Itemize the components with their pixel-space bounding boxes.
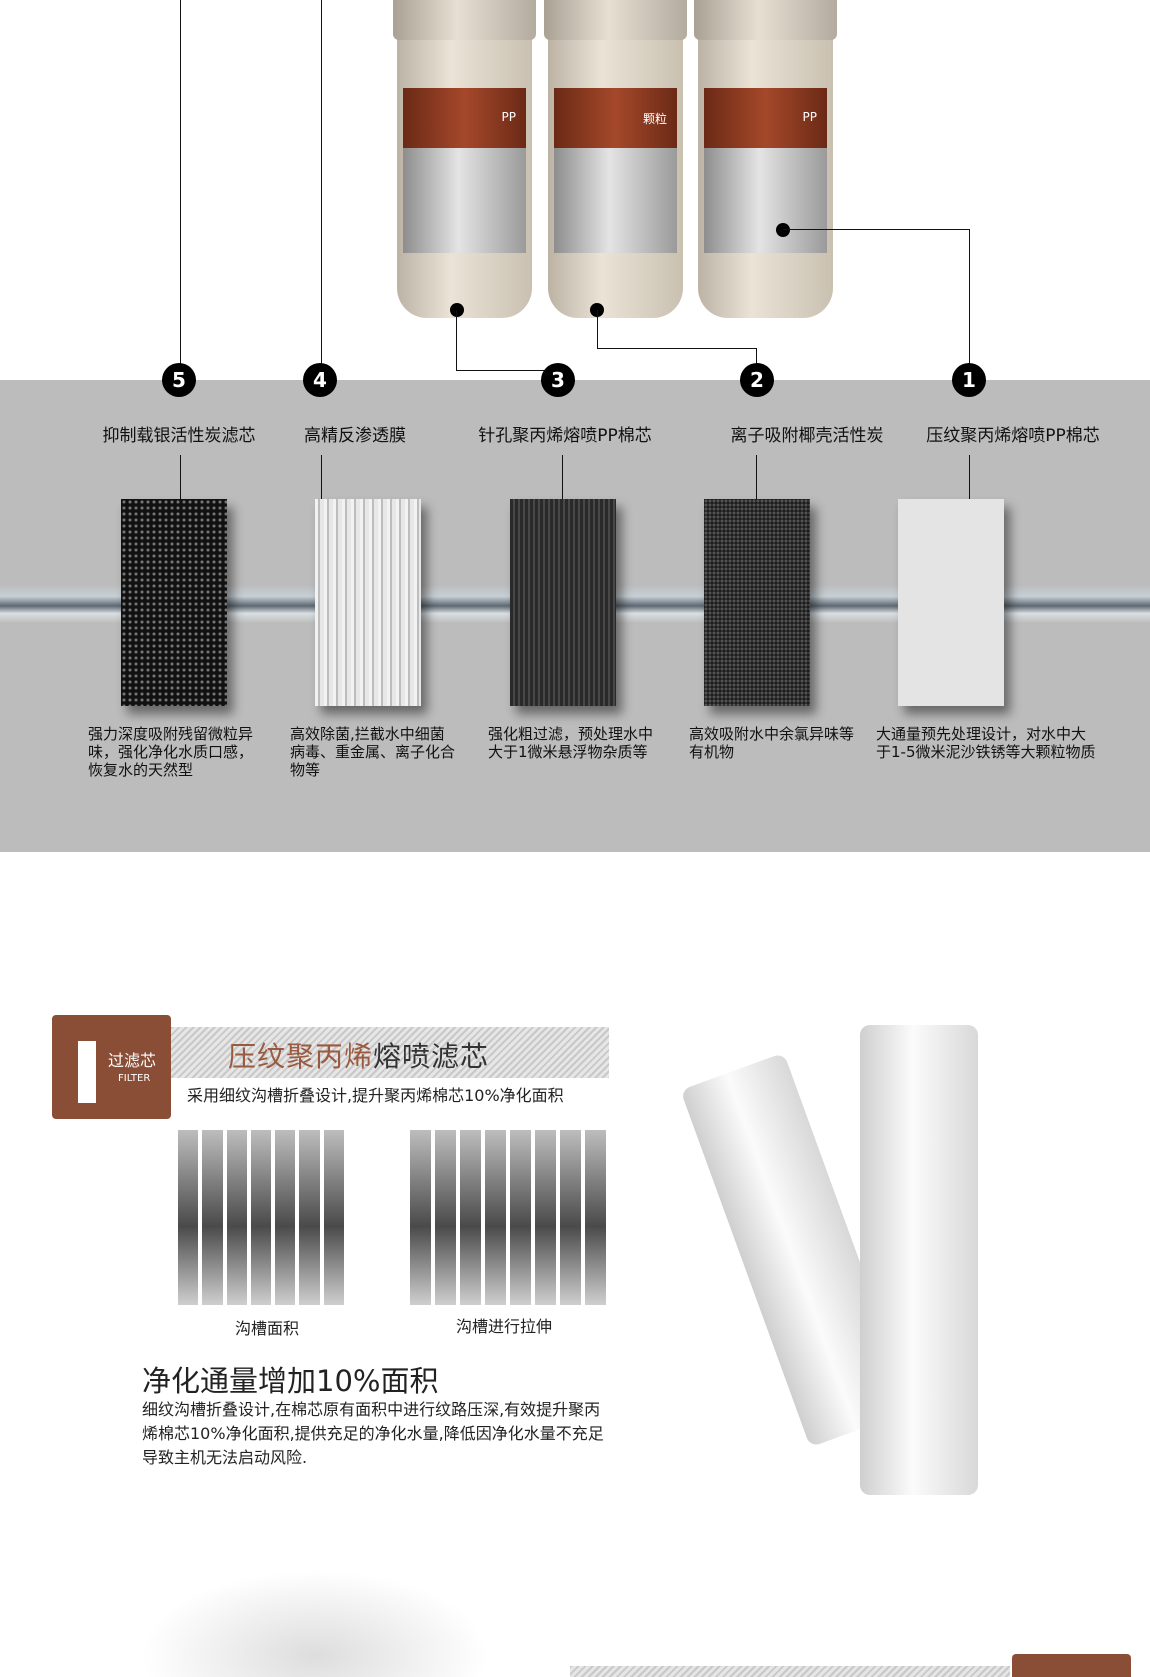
stage-number-4: 4 <box>303 363 337 397</box>
stage-number-1: 1 <box>952 363 986 397</box>
fold-diagram-compressed <box>178 1130 344 1305</box>
stage-number-3: 3 <box>541 363 575 397</box>
filter-housing-1: PP <box>393 0 536 318</box>
splash-image <box>140 1570 490 1677</box>
panel-silver-carbon <box>121 499 227 706</box>
panel-coconut-carbon <box>704 499 810 706</box>
stage-desc-2: 高效吸附水中余氯异味等有机物 <box>689 725 855 761</box>
stage-label-4: 高精反渗透膜 <box>304 426 406 446</box>
stage-number-2: 2 <box>740 363 774 397</box>
leader-line-4 <box>321 0 322 380</box>
fold-label-2: 沟槽进行拉伸 <box>456 1317 553 1336</box>
stage-label-1: 压纹聚丙烯熔喷PP棉芯 <box>926 426 1100 446</box>
stage-label-5: 抑制载银活性炭滤芯 <box>102 426 256 446</box>
stage-desc-5: 强力深度吸附残留微粒异味，强化净化水质口感，恢复水的天然型 <box>88 725 254 779</box>
fold-label-1: 沟槽面积 <box>235 1319 300 1338</box>
panel-pp-cotton-pinhole <box>510 499 616 706</box>
stage-desc-1: 大通量预先处理设计，对水中大于1-5微米泥沙铁锈等大颗粒物质 <box>876 725 1096 761</box>
filter-housing-3: PP <box>694 0 837 318</box>
stage-number-5: 5 <box>162 363 196 397</box>
panel-pp-cotton-embossed <box>898 499 1004 706</box>
next-filter-badge <box>1012 1654 1131 1677</box>
title-banner <box>171 1027 609 1078</box>
pp-cartridge-upright <box>860 1025 978 1495</box>
section-title: 压纹聚丙烯熔喷滤芯 <box>228 1040 490 1073</box>
stage-label-3: 针孔聚丙烯熔喷PP棉芯 <box>478 426 652 446</box>
stage-label-2: 离子吸附椰壳活性炭 <box>730 426 884 446</box>
headline: 净化通量增加10%面积 <box>142 1364 439 1398</box>
stage-desc-3: 强化粗过滤，预处理水中大于1微米悬浮物杂质等 <box>488 725 654 761</box>
filter-housing-2: 颗粒 <box>544 0 687 318</box>
stage-desc-4: 高效除菌,拦截水中细菌病毒、重金属、离子化合物等 <box>290 725 456 779</box>
section-subtitle: 采用细纹沟槽折叠设计,提升聚丙烯棉芯10%净化面积 <box>187 1086 564 1105</box>
leader-line-5 <box>180 0 181 380</box>
panel-ro-membrane <box>315 499 421 706</box>
filter-badge: 过滤芯 FILTER <box>52 1015 171 1119</box>
body-text: 细纹沟槽折叠设计,在棉芯原有面积中进行纹路压深,有效提升聚丙烯棉芯10%净化面积… <box>142 1400 604 1467</box>
next-title-banner <box>570 1666 1010 1677</box>
fold-diagram-stretched <box>410 1130 606 1305</box>
